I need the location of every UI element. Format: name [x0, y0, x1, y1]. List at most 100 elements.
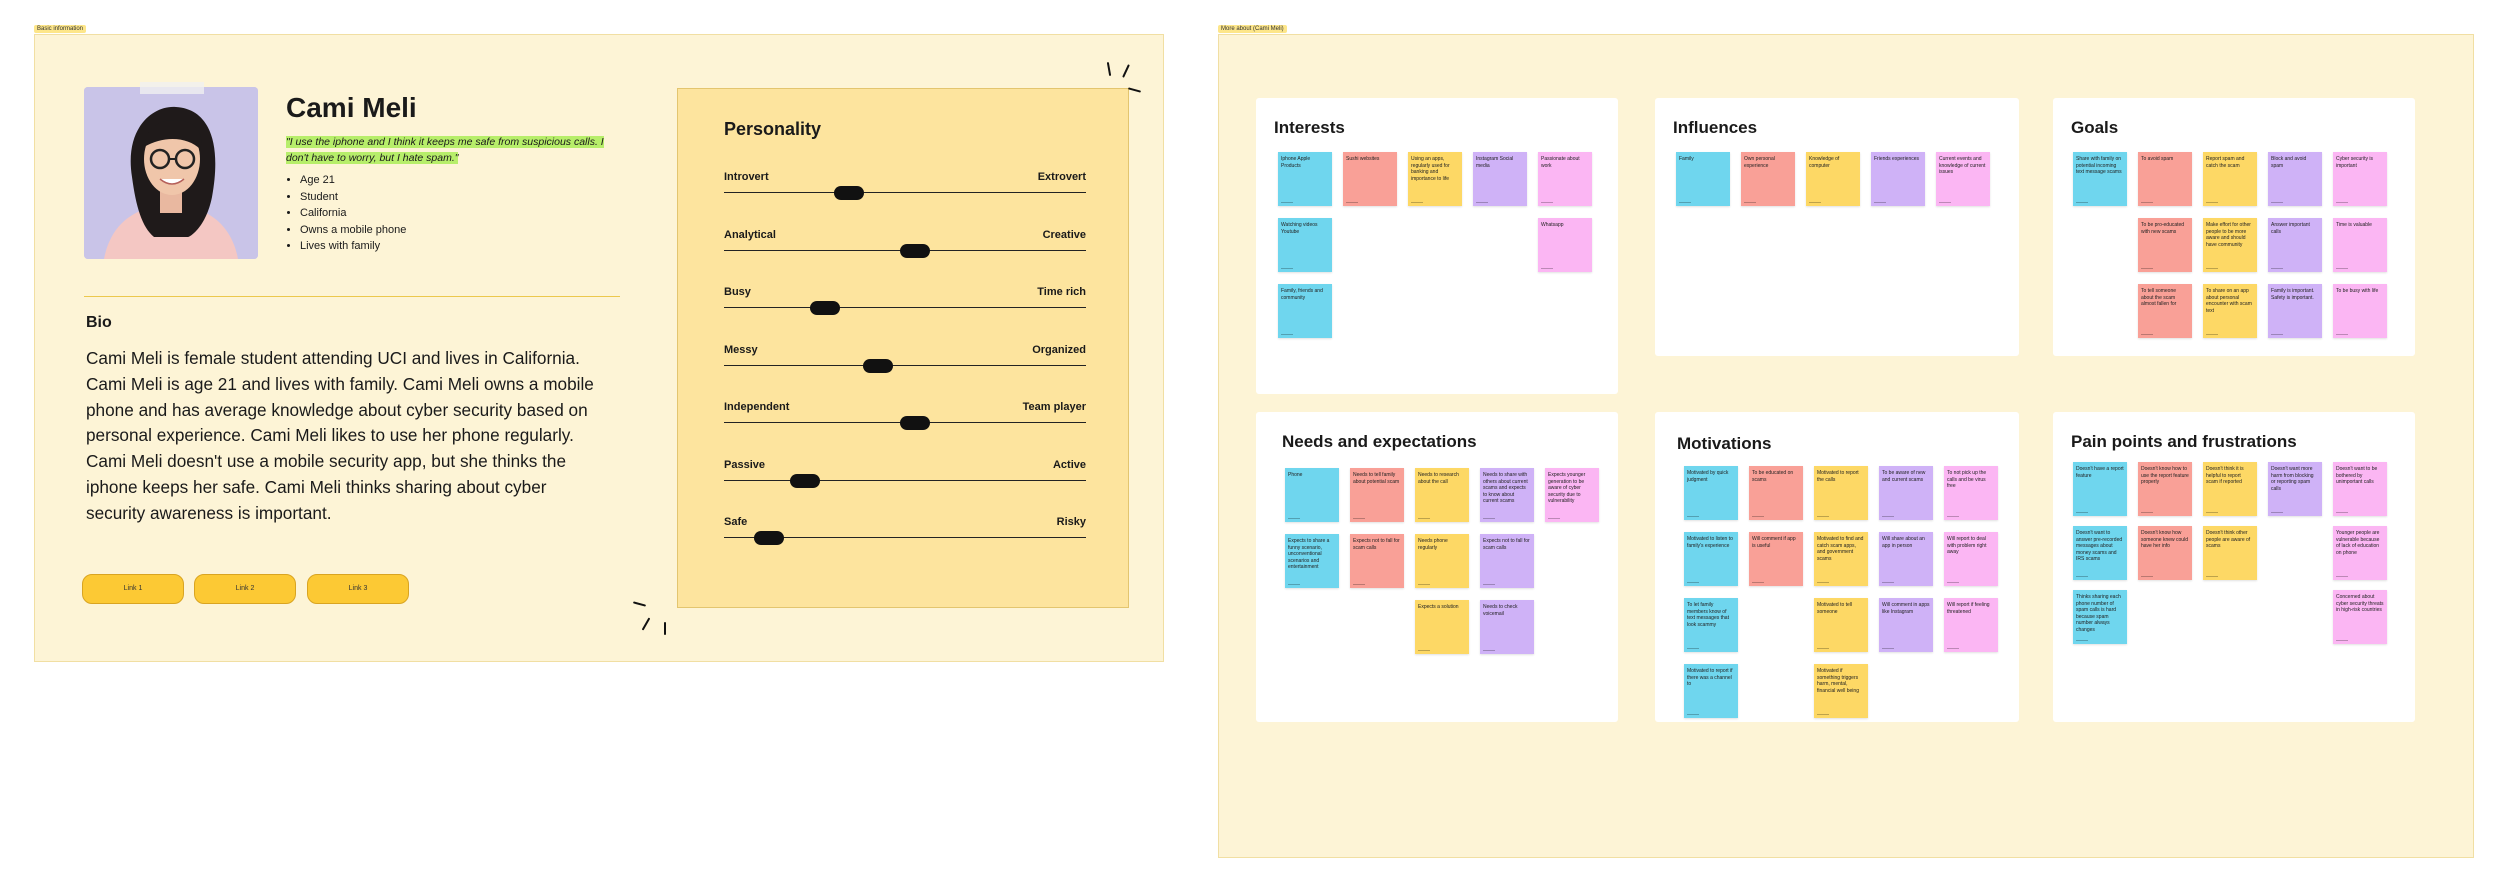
sticky-note[interactable]: Expects not to fall for scam calls	[1480, 534, 1534, 588]
sticky-note[interactable]: Motivated if something triggers harm, me…	[1814, 664, 1868, 718]
sticky-note[interactable]: Doesn't want to be bothered by unimporta…	[2333, 462, 2387, 516]
sticky-note[interactable]: Sushi websites	[1343, 152, 1397, 206]
sticky-note[interactable]: Expects a solution	[1415, 600, 1469, 654]
sticky-note[interactable]: Answer important calls	[2268, 218, 2322, 272]
sticky-note[interactable]: Will comment in apps like Instagram	[1879, 598, 1933, 652]
sticky-note[interactable]: Doesn't have a report feature	[2073, 462, 2127, 516]
sticky-note[interactable]: To be pro-educated with new scams	[2138, 218, 2192, 272]
sticky-note-text: Sushi websites	[1346, 156, 1380, 162]
sticky-note[interactable]: Friends experiences	[1871, 152, 1925, 206]
sticky-note[interactable]: Will report if feeling threatened	[1944, 598, 1998, 652]
sticky-note[interactable]: Will report to deal with problem right a…	[1944, 532, 1998, 586]
sticky-note[interactable]: To avoid spam	[2138, 152, 2192, 206]
sticky-note-text: Motivated if something triggers harm, me…	[1817, 668, 1859, 694]
sticky-note[interactable]: Instagram Social media	[1473, 152, 1527, 206]
sticky-note[interactable]: To not pick up the calls and be virus fr…	[1944, 466, 1998, 520]
slider-right-label: Time rich	[1037, 286, 1086, 298]
sticky-note[interactable]: To be busy with life	[2333, 284, 2387, 338]
sticky-note[interactable]: Make effort for other people to be more …	[2203, 218, 2257, 272]
sticky-note[interactable]: Block and avoid spam	[2268, 152, 2322, 206]
slider-track[interactable]	[724, 364, 1086, 366]
sticky-note[interactable]: Expects not to fall for scam calls	[1350, 534, 1404, 588]
slider-knob[interactable]	[863, 358, 894, 373]
sticky-note[interactable]: Needs to check voicemail	[1480, 600, 1534, 654]
sticky-note-text: To let family members know of text messa…	[1687, 602, 1729, 628]
sticky-note[interactable]: Doesn't think other people are aware of …	[2203, 526, 2257, 580]
slider-knob[interactable]	[899, 416, 930, 430]
sticky-note[interactable]: Will share about an app in person	[1879, 532, 1933, 586]
sticky-note[interactable]: Watching videos Youtube	[1278, 218, 1332, 272]
slider-knob[interactable]	[810, 301, 841, 315]
link-1-button[interactable]: Link 1	[82, 574, 184, 604]
sticky-note[interactable]: Current events and knowledge of current …	[1936, 152, 1990, 206]
link-3-button[interactable]: Link 3	[307, 574, 409, 604]
sticky-note[interactable]: Cyber security is important	[2333, 152, 2387, 206]
sticky-note[interactable]: To tell someone about the scam almost fa…	[2138, 284, 2192, 338]
sticky-note[interactable]: Needs phone regularly	[1415, 534, 1469, 588]
sticky-note-author-mark	[1939, 202, 1951, 203]
sticky-note[interactable]: Whatsapp	[1538, 218, 1592, 272]
sticky-note-author-mark	[1817, 648, 1829, 649]
slider-left-label: Analytical	[724, 228, 776, 241]
slider-knob[interactable]	[833, 186, 864, 200]
sticky-note[interactable]: Motivated to listen to family's experien…	[1684, 532, 1738, 586]
sticky-note[interactable]: Needs to research about the call	[1415, 468, 1469, 522]
sticky-note[interactable]: Knowledge of computer	[1806, 152, 1860, 206]
sticky-note[interactable]: Will comment if app is useful	[1749, 532, 1803, 586]
sticky-note[interactable]: Passionate about work	[1538, 152, 1592, 206]
sticky-note[interactable]: Motivated to report if there was a chann…	[1684, 664, 1738, 718]
sticky-note[interactable]: Doesn't know how someone knew could have…	[2138, 526, 2192, 580]
sticky-note[interactable]: Expects to share a funny scenario, uncon…	[1285, 534, 1339, 588]
sticky-note[interactable]: To let family members know of text messa…	[1684, 598, 1738, 652]
sticky-note-author-mark	[1947, 582, 1959, 583]
sticky-note[interactable]: Share with family on potential incoming …	[2073, 152, 2127, 206]
sticky-note[interactable]: Own personal experience	[1741, 152, 1795, 206]
sticky-note[interactable]: Family, friends and community	[1278, 284, 1332, 338]
slider-track[interactable]	[724, 479, 1086, 481]
sticky-note[interactable]: Family is important. Safety is important…	[2268, 284, 2322, 338]
slider-knob[interactable]	[790, 473, 821, 488]
sticky-note-author-mark	[1817, 582, 1829, 583]
sticky-note[interactable]: Expects younger generation to be aware o…	[1545, 468, 1599, 522]
sticky-note[interactable]: Thinks sharing each phone number of spam…	[2073, 590, 2127, 644]
sticky-note-author-mark	[1418, 584, 1430, 585]
slider-track[interactable]	[724, 537, 1086, 538]
sticky-note[interactable]: Motivated to tell someone	[1814, 598, 1868, 652]
slider-track[interactable]	[724, 307, 1086, 308]
sticky-note[interactable]: To be aware of new and current scams	[1879, 466, 1933, 520]
sticky-note[interactable]: Motivated to report the calls	[1814, 466, 1868, 520]
sticky-note[interactable]: Needs to tell family about potential sca…	[1350, 468, 1404, 522]
sticky-note[interactable]: Concerned about cyber security threats i…	[2333, 590, 2387, 644]
slider-track[interactable]	[724, 192, 1086, 193]
sticky-note[interactable]: Report spam and catch the scam	[2203, 152, 2257, 206]
sticky-note[interactable]: Family	[1676, 152, 1730, 206]
sticky-note[interactable]: Doesn't want to answer pre-recorded mess…	[2073, 526, 2127, 580]
sticky-note[interactable]: Using an apps, regularly used for bankin…	[1408, 152, 1462, 206]
sticky-note[interactable]: Iphone Apple Products	[1278, 152, 1332, 206]
slider-knob[interactable]	[753, 531, 784, 545]
sticky-note[interactable]: Needs to share with others about current…	[1480, 468, 1534, 522]
sticky-note[interactable]: Motivated to find and catch scam apps, a…	[1814, 532, 1868, 586]
sticky-note[interactable]: Phone	[1285, 468, 1339, 522]
link-2-button[interactable]: Link 2	[194, 574, 296, 604]
sticky-note-author-mark	[1817, 714, 1829, 715]
sticky-note[interactable]: Doesn't think it is helpful to report sc…	[2203, 462, 2257, 516]
sticky-note[interactable]: Doesn't know how to use the report featu…	[2138, 462, 2192, 516]
slider-knob[interactable]	[899, 243, 930, 258]
board-influences[interactable]: Influences	[1655, 98, 2019, 356]
sticky-note[interactable]: Time is valuable	[2333, 218, 2387, 272]
sticky-note[interactable]: Motivated by quick judgment	[1684, 466, 1738, 520]
sticky-note[interactable]: Doesn't want more harm from blocking or …	[2268, 462, 2322, 516]
sticky-note[interactable]: Younger people are vulnerable because of…	[2333, 526, 2387, 580]
sticky-note-text: To share on an app about personal encoun…	[2206, 288, 2252, 314]
sticky-note[interactable]: To be educated on scams	[1749, 466, 1803, 520]
sticky-note[interactable]: To share on an app about personal encoun…	[2203, 284, 2257, 338]
